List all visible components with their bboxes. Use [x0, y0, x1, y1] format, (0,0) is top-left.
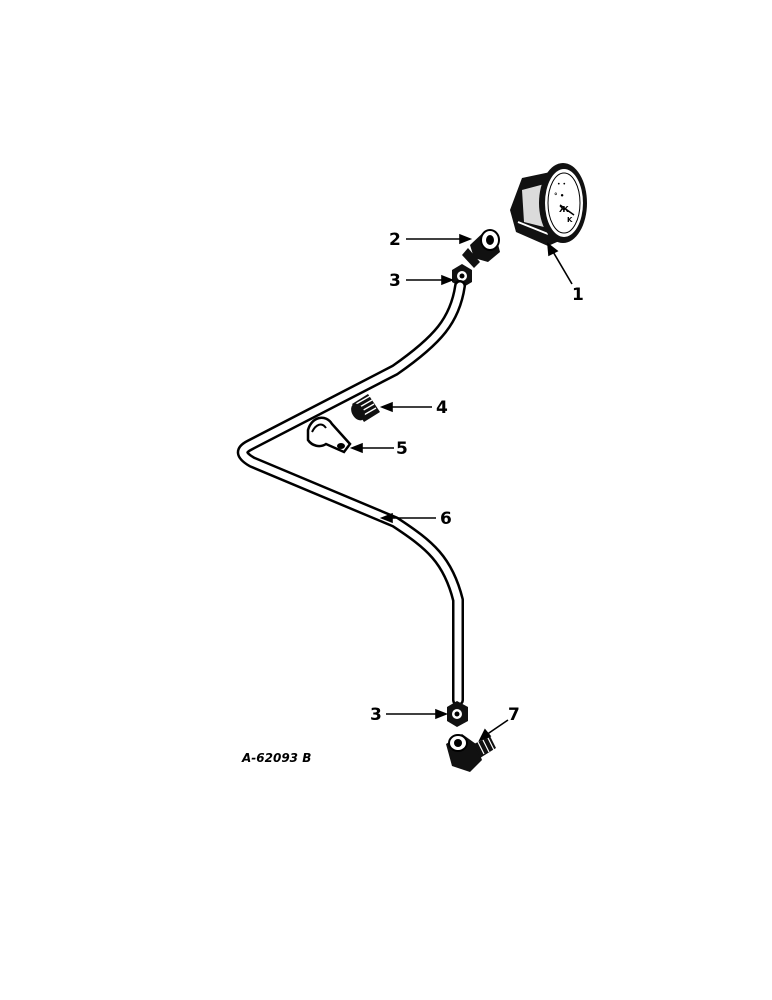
gauge-part: • • ° • Ж K [510, 163, 587, 246]
tube-part [236, 280, 466, 706]
top-elbow-part [462, 229, 500, 268]
svg-text:° •: ° • [554, 192, 564, 200]
callout-2: 2 [389, 230, 401, 250]
drawing-number: A-62093 B [241, 751, 311, 765]
callout-3-top: 3 [389, 271, 401, 291]
leader-lines [349, 233, 573, 742]
svg-text:• •: • • [557, 181, 566, 188]
ferrule-part [351, 394, 380, 422]
callout-6: 6 [440, 509, 452, 529]
bottom-nut-part [447, 701, 468, 727]
svg-text:Ж: Ж [559, 205, 569, 214]
callout-4: 4 [436, 398, 448, 418]
callout-7: 7 [508, 705, 520, 725]
svg-text:K: K [567, 216, 573, 224]
callout-1: 1 [572, 285, 584, 305]
bottom-elbow-part [446, 734, 496, 772]
callout-3-bottom: 3 [370, 705, 382, 725]
callout-5: 5 [396, 439, 408, 459]
clip-part [306, 416, 352, 454]
